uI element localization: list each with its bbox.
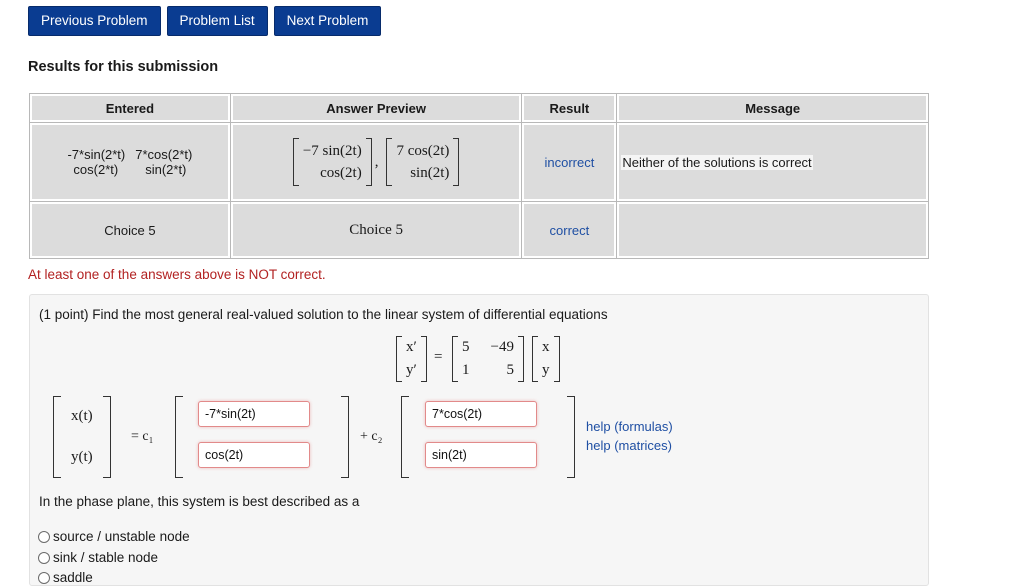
previous-problem-button[interactable]: Previous Problem	[28, 6, 161, 36]
entered-value: -7*sin(2*t)	[67, 147, 126, 162]
vector-2-top-input[interactable]	[425, 401, 537, 427]
entered-line-2: cos(2*t) sin(2*t)	[31, 162, 229, 177]
help-matrices-link[interactable]: help (matrices)	[586, 438, 672, 453]
preview-entry: −7 sin(2t)	[302, 143, 362, 159]
preview-cell-2: Choice 5	[229, 201, 523, 259]
header-result: Result	[521, 93, 618, 123]
option-label: source / unstable node	[53, 529, 190, 544]
results-header-row: Entered Answer Preview Result Message	[29, 93, 929, 123]
results-row-2: Choice 5 Choice 5 correct	[29, 201, 929, 259]
right-bracket	[553, 336, 560, 382]
c2-label: + c₂	[360, 429, 383, 444]
preview-cell-1: −7 sin(2t) cos(2t) , 7 cos(2t) sin(2t)	[229, 122, 523, 202]
c1-label: = c₁	[131, 429, 154, 444]
radio-button[interactable]	[38, 551, 50, 564]
message-cell-1: Neither of the solutions is correct	[616, 122, 929, 202]
header-answer-preview: Answer Preview	[229, 93, 523, 123]
entered-cell-1: -7*sin(2*t) 7*cos(2*t) cos(2*t) sin(2*t)	[29, 122, 231, 202]
right-bracket	[420, 336, 427, 382]
problem-panel: (1 point) Find the most general real-val…	[29, 294, 929, 586]
right-bracket	[365, 138, 372, 186]
preview-entry: sin(2t)	[410, 165, 450, 181]
right-bracket	[102, 396, 111, 478]
preview-separator: ,	[374, 153, 379, 170]
preview-vector-1: −7 sin(2t) cos(2t)	[292, 138, 372, 186]
preview-entry: 7 cos(2t)	[396, 143, 450, 159]
solution-entry: y(t)	[71, 449, 93, 465]
coefficient-matrix: 5 −49 1 5	[452, 336, 524, 382]
option-label: saddle	[53, 570, 93, 585]
right-bracket	[453, 138, 460, 186]
solution-vector: x(t) y(t)	[53, 396, 111, 478]
entered-value: sin(2*t)	[145, 162, 187, 177]
right-bracket	[518, 336, 524, 382]
option-sink[interactable]: sink / stable node	[38, 550, 158, 565]
result-correct: correct	[521, 201, 618, 259]
problem-list-button[interactable]: Problem List	[166, 6, 268, 36]
option-saddle[interactable]: saddle	[38, 570, 93, 585]
matrix-entry: −49	[490, 339, 514, 355]
right-bracket	[341, 396, 349, 478]
entered-line-1: -7*sin(2*t) 7*cos(2*t)	[31, 147, 229, 162]
problem-nav: Previous Problem Problem List Next Probl…	[28, 6, 382, 36]
result-incorrect: incorrect	[521, 122, 618, 202]
results-heading: Results for this submission	[28, 59, 219, 75]
vector-2-bottom-input[interactable]	[425, 442, 537, 468]
matrix-entry: 1	[462, 362, 470, 378]
phase-plane-question: In the phase plane, this system is best …	[39, 494, 360, 509]
vector-1-bottom-input[interactable]	[198, 442, 310, 468]
rhs-vector: x y	[532, 336, 560, 382]
header-message: Message	[616, 93, 929, 123]
next-problem-button[interactable]: Next Problem	[273, 6, 382, 36]
lhs-vector: x′ y′	[396, 336, 427, 382]
results-row-1: -7*sin(2*t) 7*cos(2*t) cos(2*t) sin(2*t) −…	[29, 122, 929, 202]
matrix-entry: 5	[462, 339, 470, 355]
vector-1-top-input[interactable]	[198, 401, 310, 427]
left-bracket	[452, 336, 458, 382]
radio-button[interactable]	[38, 530, 50, 543]
entered-value: cos(2*t)	[73, 162, 119, 177]
left-bracket	[53, 396, 61, 478]
equals-sign: =	[434, 349, 443, 365]
left-bracket	[175, 396, 183, 478]
preview-vector-2: 7 cos(2t) sin(2t)	[386, 138, 460, 186]
left-bracket	[386, 138, 393, 186]
lhs-entry: y′	[406, 362, 417, 378]
left-bracket	[532, 336, 538, 382]
left-bracket	[401, 396, 409, 478]
solution-entry: x(t)	[71, 408, 93, 424]
header-entered: Entered	[29, 93, 231, 123]
message-text: Neither of the solutions is correct	[621, 154, 813, 170]
help-formulas-link[interactable]: help (formulas)	[586, 419, 673, 434]
rhs-entry: x	[542, 339, 550, 355]
rhs-entry: y	[542, 362, 550, 378]
option-label: sink / stable node	[53, 550, 159, 565]
entered-value: 7*cos(2*t)	[135, 147, 193, 162]
message-cell-2	[616, 201, 929, 259]
right-bracket	[567, 396, 575, 478]
preview-entry: cos(2t)	[320, 165, 362, 181]
results-table: Entered Answer Preview Result Message -7…	[29, 93, 929, 259]
alert-message: At least one of the answers above is NOT…	[28, 267, 326, 282]
solution-vector-1	[175, 396, 349, 478]
left-bracket	[292, 138, 299, 186]
matrix-entry: 5	[506, 362, 515, 378]
solution-vector-2	[401, 396, 575, 478]
radio-button[interactable]	[38, 571, 50, 584]
option-source[interactable]: source / unstable node	[38, 529, 190, 544]
problem-prompt: (1 point) Find the most general real-val…	[39, 307, 608, 322]
left-bracket	[396, 336, 402, 382]
lhs-entry: x′	[406, 339, 417, 355]
entered-cell-2: Choice 5	[29, 201, 231, 259]
